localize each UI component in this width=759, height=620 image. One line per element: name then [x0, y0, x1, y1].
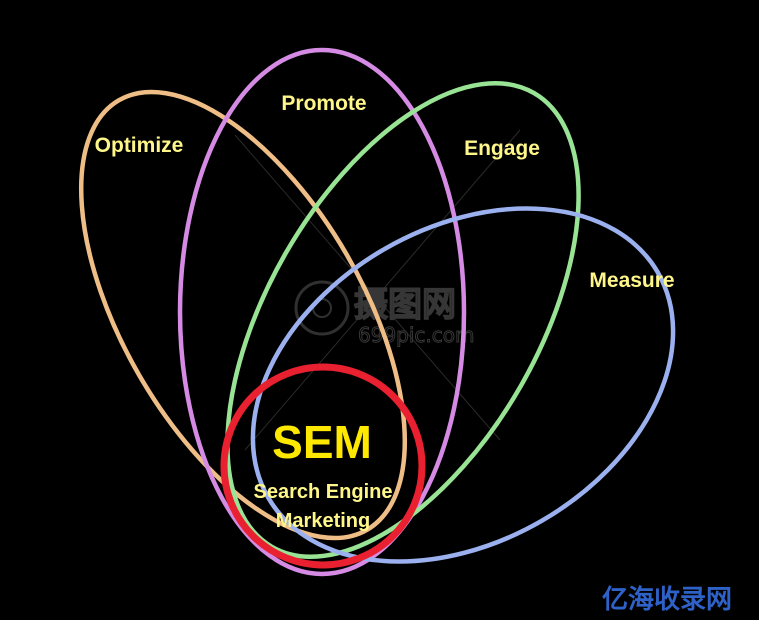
center-watermark: 摄图网 699pic.com: [234, 129, 521, 451]
petal-promote-outline: [177, 47, 467, 577]
center-subtitle-line1: Search Engine: [254, 481, 393, 503]
label-measure: Measure: [589, 269, 674, 292]
petal-measure-outline: [250, 206, 676, 564]
label-promote: Promote: [281, 92, 366, 115]
label-engage: Engage: [464, 137, 540, 160]
corner-watermark-text: 亿海收录网: [602, 585, 732, 615]
sem-center-circle: [220, 363, 426, 569]
watermark-sub-text: 699pic.com: [358, 323, 475, 347]
watermark-main-text: 摄图网: [354, 285, 456, 325]
center-title: SEM: [272, 416, 372, 468]
center-subtitle-line2: Marketing: [276, 510, 370, 532]
label-optimize: Optimize: [95, 134, 184, 157]
watermark-logo-icon: [294, 280, 350, 336]
petal-optimize-outline: [78, 89, 408, 541]
